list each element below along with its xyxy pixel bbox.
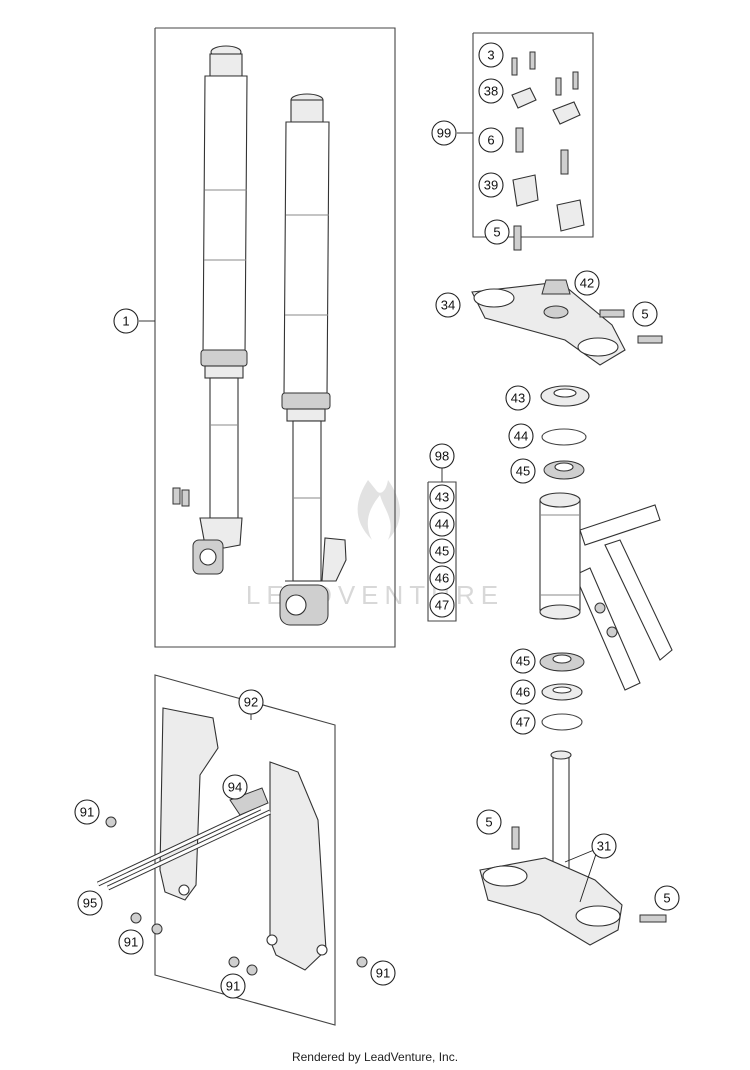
left-fork-bolts xyxy=(172,487,190,507)
callout-5-lower-clamp-bolt[interactable]: 5 xyxy=(654,885,680,911)
callout-45-upper[interactable]: 45 xyxy=(510,458,536,484)
svg-text:91: 91 xyxy=(226,979,240,994)
clamp-kit-parts xyxy=(511,51,585,232)
callout-42[interactable]: 42 xyxy=(574,270,600,296)
bearing-kit-frame xyxy=(427,481,457,622)
callout-95[interactable]: 95 xyxy=(77,890,103,916)
svg-text:43: 43 xyxy=(511,391,525,406)
callout-5-clamp-bolt[interactable]: 5 xyxy=(632,301,658,327)
callout-98[interactable]: 98 xyxy=(429,443,455,469)
svg-text:43: 43 xyxy=(435,490,449,505)
lower-triple-clamp xyxy=(479,750,667,946)
svg-text:95: 95 xyxy=(83,896,97,911)
guard-mount-hardware xyxy=(96,787,368,976)
svg-text:92: 92 xyxy=(244,695,258,710)
upper-bearing-parts xyxy=(540,385,590,480)
svg-text:94: 94 xyxy=(228,780,242,795)
watermark-flame-icon xyxy=(357,480,401,540)
svg-text:47: 47 xyxy=(435,598,449,613)
frame-head-tube xyxy=(539,492,673,691)
callout-6[interactable]: 6 xyxy=(478,127,504,153)
callout-5-upper-bolt[interactable]: 5 xyxy=(484,219,510,245)
svg-text:45: 45 xyxy=(516,464,530,479)
left-fork-leg xyxy=(172,45,248,575)
fork-guards xyxy=(159,707,328,971)
svg-text:45: 45 xyxy=(516,654,530,669)
svg-text:31: 31 xyxy=(597,839,611,854)
kit-item-45[interactable]: 45 xyxy=(429,538,455,564)
svg-text:5: 5 xyxy=(493,225,500,240)
svg-text:39: 39 xyxy=(484,178,498,193)
callout-43[interactable]: 43 xyxy=(505,385,531,411)
clamp-kit-frame xyxy=(472,32,594,238)
lower-bearing-parts xyxy=(539,652,585,731)
callout-91-left[interactable]: 91 xyxy=(74,799,100,825)
callout-39[interactable]: 39 xyxy=(478,172,504,198)
callout-91-right[interactable]: 91 xyxy=(370,960,396,986)
callout-38[interactable]: 38 xyxy=(478,78,504,104)
footer-credit: Rendered by LeadVenture, Inc. xyxy=(291,1050,459,1064)
kit-item-47[interactable]: 47 xyxy=(429,592,455,618)
svg-text:46: 46 xyxy=(435,571,449,586)
kit-item-44[interactable]: 44 xyxy=(429,511,455,537)
callout-47[interactable]: 47 xyxy=(510,709,536,735)
svg-text:91: 91 xyxy=(124,935,138,950)
svg-text:34: 34 xyxy=(441,298,455,313)
svg-text:44: 44 xyxy=(435,517,449,532)
callout-45-lower[interactable]: 45 xyxy=(510,648,536,674)
svg-text:5: 5 xyxy=(485,815,492,830)
callout-46[interactable]: 46 xyxy=(510,679,536,705)
kit-item-43[interactable]: 43 xyxy=(429,484,455,510)
right-fork-leg xyxy=(279,93,347,626)
svg-text:42: 42 xyxy=(580,276,594,291)
svg-text:45: 45 xyxy=(435,544,449,559)
svg-text:98: 98 xyxy=(435,449,449,464)
callout-44[interactable]: 44 xyxy=(508,423,534,449)
callout-5-stem-bolt[interactable]: 5 xyxy=(476,809,502,835)
callout-94[interactable]: 94 xyxy=(222,774,248,800)
callout-3[interactable]: 3 xyxy=(478,42,504,68)
svg-text:5: 5 xyxy=(641,307,648,322)
svg-text:6: 6 xyxy=(487,133,494,148)
callout-1[interactable]: 1 xyxy=(113,308,139,334)
callout-91-lower-left[interactable]: 91 xyxy=(118,929,144,955)
svg-text:91: 91 xyxy=(80,805,94,820)
upper-triple-clamp xyxy=(471,225,663,366)
svg-text:46: 46 xyxy=(516,685,530,700)
callout-99[interactable]: 99 xyxy=(431,120,457,146)
svg-text:99: 99 xyxy=(437,126,451,141)
svg-text:5: 5 xyxy=(663,891,670,906)
svg-text:44: 44 xyxy=(514,429,528,444)
svg-text:1: 1 xyxy=(122,314,129,329)
svg-text:91: 91 xyxy=(376,966,390,981)
kit-item-46[interactable]: 46 xyxy=(429,565,455,591)
svg-text:38: 38 xyxy=(484,84,498,99)
fork-kit-frame xyxy=(154,27,396,648)
callout-34[interactable]: 34 xyxy=(435,292,461,318)
callout-92[interactable]: 92 xyxy=(238,689,264,715)
callout-31[interactable]: 31 xyxy=(591,833,617,859)
svg-text:3: 3 xyxy=(487,48,494,63)
svg-text:47: 47 xyxy=(516,715,530,730)
fork-guard-sheet xyxy=(154,674,336,1026)
callout-91-bottom[interactable]: 91 xyxy=(220,973,246,999)
